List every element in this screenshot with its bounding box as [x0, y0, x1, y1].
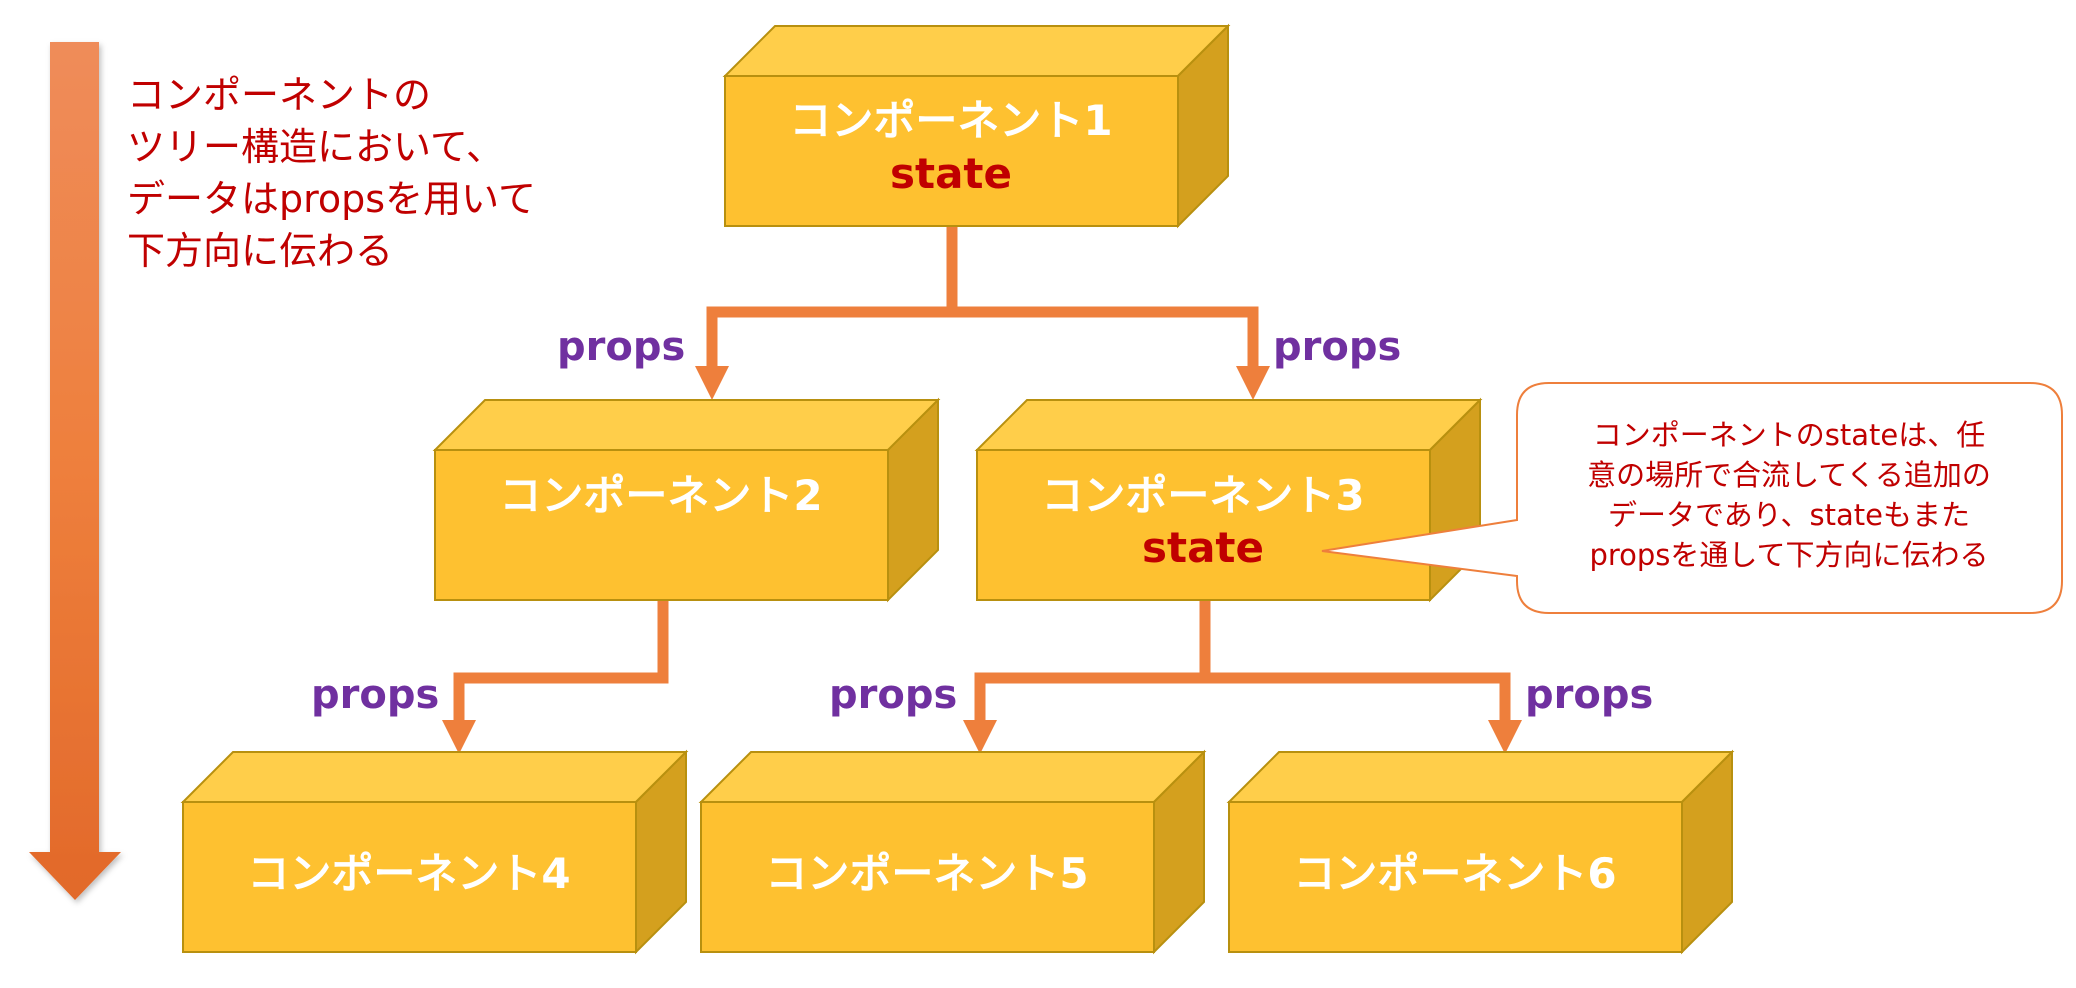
- callout-bubble: [1321, 382, 2063, 614]
- callout-line: 意の場所で合流してくる追加の: [1587, 458, 1991, 492]
- state-callout: コンポーネントのstateは、任 意の場所で合流してくる追加の データであり、s…: [1321, 382, 2063, 614]
- component-6-box: コンポーネント6: [1226, 749, 1735, 955]
- flow-direction-arrow: [29, 42, 121, 900]
- component-label: コンポーネント1: [789, 96, 1112, 145]
- cube-front: [182, 801, 637, 953]
- component-2-box: コンポーネント2: [432, 397, 941, 603]
- state-label: state: [1142, 523, 1264, 572]
- cube-top: [974, 399, 1483, 451]
- arrowhead: [1236, 366, 1270, 400]
- intro-line: データはpropsを用いて: [127, 177, 536, 221]
- cube-front: [700, 801, 1155, 953]
- cube-front: [724, 75, 1179, 227]
- cube-top: [432, 399, 941, 451]
- cube-top: [180, 751, 689, 803]
- arrowhead: [963, 720, 997, 754]
- props-label: props: [311, 672, 439, 718]
- callout-line: データであり、stateもまた: [1608, 498, 1970, 532]
- intro-line: コンポーネントの: [127, 73, 431, 117]
- cube-front: [976, 449, 1431, 601]
- arrowhead: [695, 366, 729, 400]
- component-label: コンポーネント2: [499, 471, 822, 520]
- props-labels: props props props props props: [311, 324, 1653, 718]
- component-5-box: コンポーネント5: [698, 749, 1207, 955]
- state-label: state: [890, 149, 1012, 198]
- component-3-box: コンポーネント3 state: [974, 397, 1483, 603]
- arrowhead: [1488, 720, 1522, 754]
- component-label: コンポーネント4: [247, 849, 570, 898]
- component-label: コンポーネント6: [1293, 849, 1616, 898]
- callout-line: propsを通して下方向に伝わる: [1589, 538, 1988, 572]
- cube-top: [1226, 751, 1735, 803]
- cube-front: [1228, 801, 1683, 953]
- props-label: props: [557, 324, 685, 370]
- callout-line: コンポーネントのstateは、任: [1593, 418, 1985, 452]
- cube-top: [698, 751, 1207, 803]
- connector-3-to-5-6: [974, 600, 1511, 722]
- arrowhead: [442, 720, 476, 754]
- connector-2-to-4: [453, 600, 669, 722]
- props-label: props: [829, 672, 957, 718]
- cube-front: [434, 449, 889, 601]
- component-4-box: コンポーネント4: [180, 749, 689, 955]
- props-label: props: [1273, 324, 1401, 370]
- connectors: [442, 226, 1522, 754]
- connector-1-to-2-3: [706, 226, 1259, 368]
- component-1-box: コンポーネント1 state: [722, 23, 1231, 229]
- intro-text: コンポーネントの ツリー構造において、 データはpropsを用いて 下方向に伝わ…: [127, 73, 536, 273]
- props-label: props: [1525, 672, 1653, 718]
- cube-top: [722, 25, 1231, 77]
- component-label: コンポーネント3: [1041, 471, 1364, 520]
- intro-line: 下方向に伝わる: [127, 229, 393, 273]
- intro-line: ツリー構造において、: [127, 125, 504, 169]
- component-label: コンポーネント5: [765, 849, 1088, 898]
